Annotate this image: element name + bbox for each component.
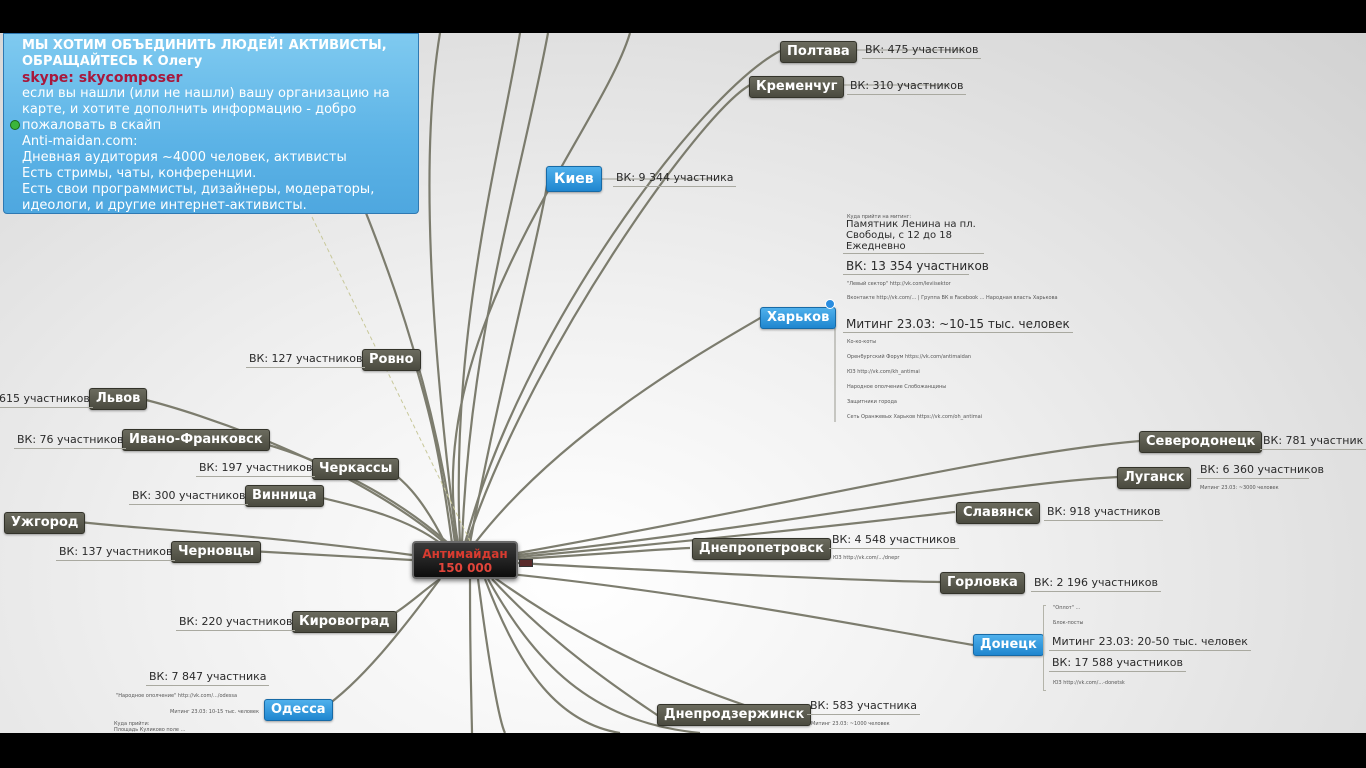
label-kremenchug: ВК: 310 участников: [847, 79, 967, 95]
label-odessa: ВК: 7 847 участника: [146, 670, 270, 686]
node-dnepropetrovsk[interactable]: Днепропетровск: [692, 538, 831, 560]
label-kirovograd: ВК: 220 участников: [176, 615, 296, 631]
central-title: Антимайдан: [422, 547, 508, 561]
label-kiev: ВК: 9 344 участника: [613, 171, 737, 187]
kharkov-small-5: ЮЗ http://vk.com/kh_antimai: [847, 369, 920, 375]
node-odessa[interactable]: Одесса: [264, 699, 333, 721]
label-cherkassy: ВК: 197 участников: [196, 461, 316, 477]
donetsk-rally: Митинг 23.03: 20-50 тыс. человек: [1049, 635, 1251, 651]
kharkov-small-1: "Левый сектор" http://vk.com/leviisektor: [847, 281, 951, 287]
info-line: если вы нашли (или не нашли) вашу органи…: [22, 86, 390, 101]
kharkov-place-3: Ежедневно: [843, 241, 984, 254]
donetsk-small-3: ЮЗ http://vk.com/...-donetsk: [1053, 680, 1125, 686]
node-ivano-frankovsk[interactable]: Ивано-Франковск: [122, 429, 270, 451]
donetsk-bracket: [1043, 605, 1046, 691]
label-severodonetsk: ВК: 781 участник: [1260, 434, 1366, 450]
node-cherkassy[interactable]: Черкассы: [312, 458, 400, 480]
label-rovno: ВК: 127 участников: [246, 352, 366, 368]
lugansk-small: Митинг 23.03: ~3000 человек: [1200, 485, 1279, 491]
expand-plus-icon[interactable]: [825, 299, 835, 309]
node-slavyansk[interactable]: Славянск: [956, 502, 1040, 524]
dneprodzerzhinsk-small: Митинг 23.03: ~1000 человек: [811, 721, 890, 727]
info-callout[interactable]: МЫ ХОТИМ ОБЪЕДИНИТЬ ЛЮДЕЙ! АКТИВИСТЫ, ОБ…: [3, 33, 419, 214]
kharkov-place-2: Свободы, с 12 до 18: [846, 230, 952, 241]
label-poltava: ВК: 475 участников: [862, 43, 982, 59]
node-chernovtsy[interactable]: Черновцы: [171, 541, 262, 563]
info-line: Anti-maidan.com:: [22, 134, 138, 149]
node-kremenchug[interactable]: Кременчуг: [749, 76, 845, 98]
label-gorlovka: ВК: 2 196 участников: [1031, 576, 1161, 592]
label-lvov: 615 участников: [0, 392, 93, 408]
kharkov-small-4: Оренбургский Форум https://vk.com/antima…: [847, 354, 972, 360]
odessa-small-3: Куда прийти:: [114, 721, 150, 727]
label-vinnitsa: ВК: 300 участников: [129, 489, 249, 505]
label-lugansk: ВК: 6 360 участников: [1197, 463, 1324, 479]
node-gorlovka[interactable]: Горловка: [940, 572, 1025, 594]
node-kirovograd[interactable]: Кировоград: [292, 611, 397, 633]
central-topic[interactable]: Антимайдан 150 000: [412, 541, 518, 579]
kharkov-vk: ВК: 13 354 участников: [843, 259, 989, 275]
node-uzhgorod[interactable]: Ужгород: [4, 512, 86, 534]
node-severodonetsk[interactable]: Северодонецк: [1139, 431, 1263, 453]
kharkov-small-7: Защитники города: [847, 399, 897, 405]
info-skype[interactable]: skype: skycomposer: [22, 70, 183, 86]
donetsk-vk: ВК: 17 588 участников: [1049, 656, 1186, 672]
kharkov-place-caption: Куда прийти на митинг:: [847, 214, 911, 220]
collapse-marker-icon[interactable]: [519, 559, 533, 567]
node-kharkov[interactable]: Харьков: [760, 307, 837, 329]
label-dneprodzerzhinsk: ВК: 583 участника: [807, 699, 920, 715]
info-line: пожаловать в скайп: [22, 118, 162, 133]
odessa-small-4: Площадь Куликово поле ...: [114, 727, 186, 733]
attachment-dot-icon[interactable]: [10, 120, 20, 130]
central-count: 150 000: [437, 561, 493, 575]
label-dnepropetrovsk: ВК: 4 548 участников: [829, 533, 959, 549]
kharkov-small-8: Сеть Оранжевых Харьков https://vk.com/oh…: [847, 414, 983, 420]
mind-map-canvas[interactable]: МЫ ХОТИМ ОБЪЕДИНИТЬ ЛЮДЕЙ! АКТИВИСТЫ, ОБ…: [0, 33, 1366, 733]
dnepropetrovsk-small: ЮЗ http://vk.com/.../dnepr: [833, 555, 900, 561]
node-kiev[interactable]: Киев: [546, 166, 602, 192]
node-lvov[interactable]: Львов: [89, 388, 148, 410]
label-chernovtsy: ВК: 137 участников: [56, 545, 176, 561]
kharkov-place-1: Памятник Ленина на пл.: [846, 219, 976, 230]
odessa-small-2: Митинг 23.03: 10-15 тыс. человек: [170, 709, 260, 715]
node-lugansk[interactable]: Луганск: [1117, 467, 1192, 489]
node-dneprodzerzhinsk[interactable]: Днепродзержинск: [657, 704, 812, 726]
kharkov-rally: Митинг 23.03: ~10-15 тыс. человек: [843, 317, 1073, 333]
node-donetsk[interactable]: Донецк: [973, 634, 1044, 656]
label-ivano-frankovsk: ВК: 76 участников: [14, 433, 127, 449]
node-poltava[interactable]: Полтава: [780, 41, 857, 63]
node-vinnitsa[interactable]: Винница: [245, 485, 324, 507]
donetsk-small-2: Блок-посты: [1053, 620, 1084, 626]
info-line: Есть стримы, чаты, конференции.: [22, 166, 257, 181]
donetsk-small-1: "Оплот" ...: [1053, 605, 1081, 611]
odessa-small-1: "Народное ополчение" http://vk.com/.../o…: [116, 693, 238, 699]
info-heading: МЫ ХОТИМ ОБЪЕДИНИТЬ ЛЮДЕЙ! АКТИВИСТЫ, ОБ…: [22, 38, 387, 69]
label-slavyansk: ВК: 918 участников: [1044, 505, 1164, 521]
info-line: Дневная аудитория ~4000 человек, активис…: [22, 150, 347, 165]
node-rovno[interactable]: Ровно: [362, 349, 421, 371]
info-line: Есть свои программисты, дизайнеры, модер…: [22, 182, 375, 197]
info-line: карте, и хотите дополнить информацию - д…: [22, 102, 357, 117]
kharkov-small-3: Ко-ко-коты: [847, 339, 877, 345]
kharkov-small-2: Вконтакте http://vk.com/... | Группа ВК …: [847, 295, 1058, 301]
kharkov-small-6: Народное ополчение Слобожанщины: [847, 384, 947, 390]
info-line: идеологи, и другие интернет-активисты.: [22, 198, 307, 213]
